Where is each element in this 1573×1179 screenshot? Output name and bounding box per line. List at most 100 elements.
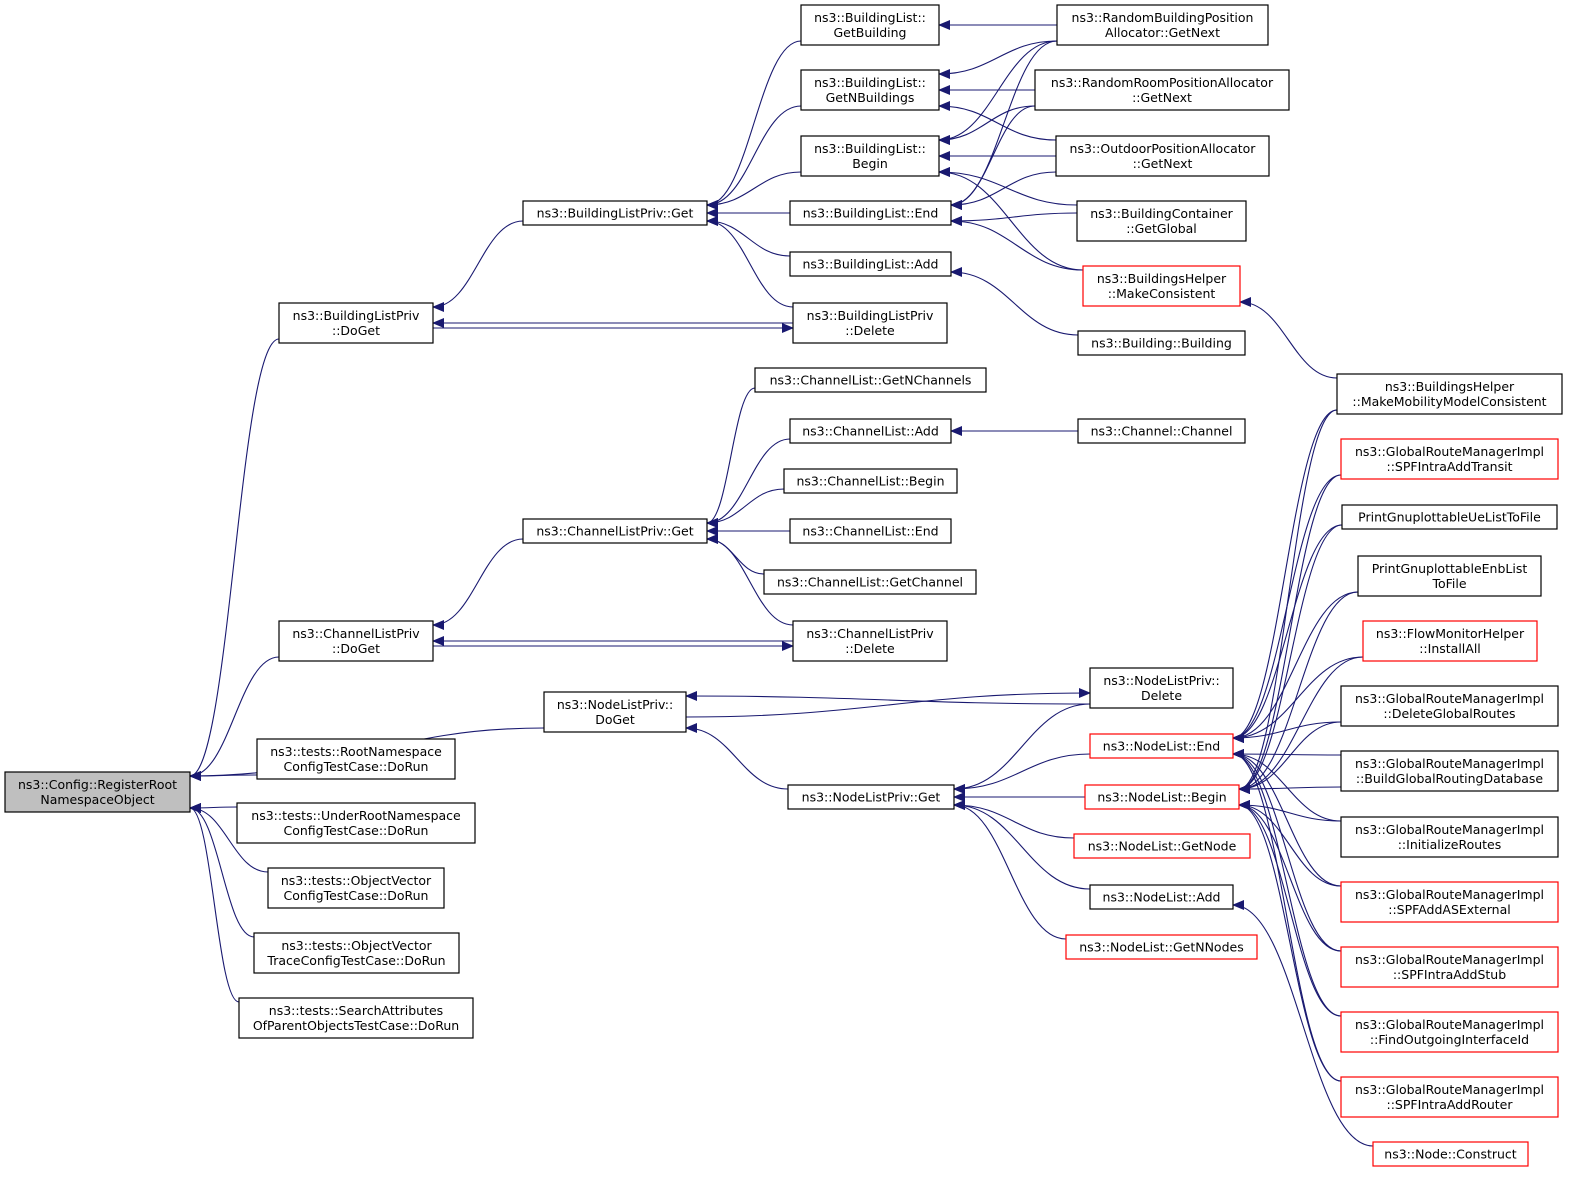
node-box	[1089, 733, 1234, 759]
node-bl-end[interactable]: ns3::BuildingList::End	[789, 200, 952, 226]
node-label: ns3::ChannelListPriv	[292, 626, 420, 641]
node-grm-delete[interactable]: ns3::GlobalRouteManagerImpl::DeleteGloba…	[1340, 685, 1559, 727]
node-box	[1073, 833, 1251, 859]
node-cl-add[interactable]: ns3::ChannelList::Add	[789, 418, 952, 444]
node-cl-getnchannels[interactable]: ns3::ChannelList::GetNChannels	[754, 367, 987, 393]
edge-grm-delete-to-nl-begin	[1238, 721, 1342, 794]
node-box	[1340, 1011, 1559, 1053]
node-label: ns3::BuildingListPriv	[807, 308, 934, 323]
node-label: ns3::BuildingContainer	[1090, 206, 1233, 221]
edge-rrpa-getnext-to-bl-begin	[938, 105, 1036, 145]
edge-grm-findout-to-nl-end	[1232, 749, 1342, 1017]
node-nlp-get[interactable]: ns3::NodeListPriv::Get	[787, 784, 955, 810]
node-box	[1076, 200, 1247, 242]
nodes-layer: ns3::Config::RegisterRootNamespaceObject…	[4, 4, 1563, 1167]
node-box	[1340, 438, 1559, 480]
node-blp-doget[interactable]: ns3::BuildingListPriv::DoGet	[278, 302, 434, 344]
edge-opa-getnext-to-bl-end	[950, 171, 1057, 210]
node-nlp-doget[interactable]: ns3::NodeListPriv::DoGet	[543, 691, 687, 733]
node-label: ::GetNext	[1132, 90, 1192, 105]
node-nl-getnnodes[interactable]: ns3::NodeList::GetNNodes	[1065, 934, 1258, 960]
edge-bl-getbuilding-to-blp-get	[706, 40, 802, 210]
node-searchattr-test[interactable]: ns3::tests::SearchAttributesOfParentObje…	[238, 997, 474, 1039]
node-nl-add[interactable]: ns3::NodeList::Add	[1089, 884, 1234, 910]
node-clp-doget[interactable]: ns3::ChannelListPriv::DoGet	[278, 620, 434, 662]
node-grm-asexternal[interactable]: ns3::GlobalRouteManagerImpl::SPFAddASExt…	[1340, 881, 1559, 923]
node-cl-end[interactable]: ns3::ChannelList::End	[789, 518, 952, 544]
node-grm-build[interactable]: ns3::GlobalRouteManagerImpl::BuildGlobal…	[1340, 750, 1559, 792]
node-print-ue[interactable]: PrintGnuplottableUeListToFile	[1341, 504, 1558, 530]
node-cl-begin[interactable]: ns3::ChannelList::Begin	[783, 468, 958, 494]
node-bl-getbuilding[interactable]: ns3::BuildingList::GetBuilding	[800, 4, 940, 46]
node-grm-router[interactable]: ns3::GlobalRouteManagerImpl::SPFIntraAdd…	[1340, 1076, 1559, 1118]
node-label: ns3::Node::Construct	[1384, 1147, 1517, 1162]
edge-clp-doget-to-root	[189, 656, 280, 781]
node-label: Allocator::GetNext	[1105, 25, 1220, 40]
node-label: ns3::tests::SearchAttributes	[269, 1003, 443, 1018]
node-box	[789, 518, 952, 544]
node-label: ns3::NodeListPriv::	[557, 697, 673, 712]
node-label: ns3::RandomBuildingPosition	[1072, 10, 1254, 25]
node-fm-installall[interactable]: ns3::FlowMonitorHelper::InstallAll	[1362, 620, 1538, 662]
node-label: ns3::FlowMonitorHelper	[1376, 626, 1525, 641]
node-rbpa-getnext[interactable]: ns3::RandomBuildingPositionAllocator::Ge…	[1056, 4, 1269, 46]
node-nlp-delete[interactable]: ns3::NodeListPriv::Delete	[1089, 667, 1234, 709]
edge-cl-add-to-clp-get	[706, 438, 791, 528]
node-bl-begin[interactable]: ns3::BuildingList::Begin	[800, 135, 940, 177]
node-channel-ctor[interactable]: ns3::Channel::Channel	[1077, 418, 1246, 444]
edge-bh-makemobility-to-nl-begin	[1238, 409, 1338, 794]
node-grm-findout[interactable]: ns3::GlobalRouteManagerImpl::FindOutgoin…	[1340, 1011, 1559, 1053]
node-label: ns3::GlobalRouteManagerImpl	[1355, 822, 1544, 837]
node-label: ns3::BuildingsHelper	[1385, 379, 1515, 394]
edge-blp-get-to-blp-doget	[432, 220, 524, 312]
node-nl-end[interactable]: ns3::NodeList::End	[1089, 733, 1234, 759]
node-objvec-trace-test[interactable]: ns3::tests::ObjectVectorTraceConfigTestC…	[253, 932, 460, 974]
node-label: ns3::NodeList::End	[1103, 739, 1220, 754]
node-blp-delete[interactable]: ns3::BuildingListPriv::Delete	[792, 302, 948, 344]
node-objvec-test[interactable]: ns3::tests::ObjectVectorConfigTestCase::…	[267, 867, 445, 909]
node-box	[1362, 620, 1538, 662]
edge-bc-getglobal-to-bl-end	[950, 212, 1078, 226]
node-box	[1089, 884, 1234, 910]
node-box	[1034, 69, 1290, 111]
node-grm-init[interactable]: ns3::GlobalRouteManagerImpl::InitializeR…	[1340, 816, 1559, 858]
edge-nl-add-to-nlp-get	[953, 800, 1091, 890]
node-grm-stub[interactable]: ns3::GlobalRouteManagerImpl::SPFIntraAdd…	[1340, 946, 1559, 988]
node-box	[278, 302, 434, 344]
node-bl-getnbuildings[interactable]: ns3::BuildingList::GetNBuildings	[800, 69, 940, 111]
node-box	[236, 802, 476, 844]
node-label: PrintGnuplottableUeListToFile	[1358, 510, 1541, 525]
node-label: ns3::Channel::Channel	[1091, 424, 1233, 439]
node-grm-addtransit[interactable]: ns3::GlobalRouteManagerImpl::SPFIntraAdd…	[1340, 438, 1559, 480]
node-building-ctor[interactable]: ns3::Building::Building	[1077, 330, 1246, 356]
edge-grm-build-to-nl-begin	[1238, 783, 1342, 794]
edge-print-enb-to-nl-begin	[1238, 591, 1359, 794]
node-underroot-test[interactable]: ns3::tests::UnderRootNamespaceConfigTest…	[236, 802, 476, 844]
node-clp-get[interactable]: ns3::ChannelListPriv::Get	[522, 518, 708, 544]
node-box	[787, 784, 955, 810]
node-clp-delete[interactable]: ns3::ChannelListPriv::Delete	[792, 620, 948, 662]
node-opa-getnext[interactable]: ns3::OutdoorPositionAllocator::GetNext	[1055, 135, 1270, 177]
node-node-construct[interactable]: ns3::Node::Construct	[1372, 1141, 1529, 1167]
node-blp-get[interactable]: ns3::BuildingListPriv::Get	[522, 200, 708, 226]
node-label: ns3::NodeList::GetNNodes	[1079, 940, 1243, 955]
node-bh-makeconsistent[interactable]: ns3::BuildingsHelper::MakeConsistent	[1082, 265, 1241, 307]
node-label: ::BuildGlobalRoutingDatabase	[1356, 771, 1544, 786]
edge-bh-makeconsistent-to-bl-begin	[938, 167, 1084, 271]
node-nl-getnode[interactable]: ns3::NodeList::GetNode	[1073, 833, 1251, 859]
node-label: ns3::RandomRoomPositionAllocator	[1051, 75, 1274, 90]
node-rootns-test[interactable]: ns3::tests::RootNamespaceConfigTestCase:…	[256, 738, 456, 780]
edge-bh-makemobility-to-nl-end	[1232, 409, 1338, 743]
node-rrpa-getnext[interactable]: ns3::RandomRoomPositionAllocator::GetNex…	[1034, 69, 1290, 111]
node-cl-getchannel[interactable]: ns3::ChannelList::GetChannel	[763, 569, 977, 595]
edge-rbpa-getnext-to-bl-end	[950, 40, 1058, 210]
edge-nlp-get-to-nlp-doget	[685, 723, 789, 790]
node-bc-getglobal[interactable]: ns3::BuildingContainer::GetGlobal	[1076, 200, 1247, 242]
node-bh-makemobility[interactable]: ns3::BuildingsHelper::MakeMobilityModelC…	[1336, 373, 1563, 415]
edge-bh-makeconsistent-to-bl-end	[950, 216, 1084, 271]
edge-bh-makemobility-to-bh-makeconsistent	[1239, 297, 1338, 379]
node-bl-add[interactable]: ns3::BuildingList::Add	[789, 251, 952, 277]
node-nl-begin[interactable]: ns3::NodeList::Begin	[1084, 784, 1240, 810]
